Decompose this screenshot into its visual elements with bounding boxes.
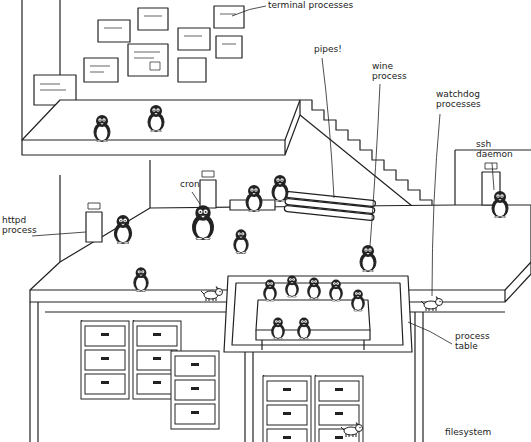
callout-label: filesystem (445, 428, 525, 438)
callout-label: process table (455, 332, 499, 352)
callout-label: ssh daemon (476, 140, 518, 160)
callout-label: wine process (372, 62, 414, 82)
callout-label: terminal processes (268, 1, 398, 11)
callout-label: cron (180, 180, 220, 190)
callout-label: httpd process (2, 216, 44, 236)
callout-label: watchdog processes (436, 90, 492, 110)
callout-label: pipes! (314, 45, 364, 55)
